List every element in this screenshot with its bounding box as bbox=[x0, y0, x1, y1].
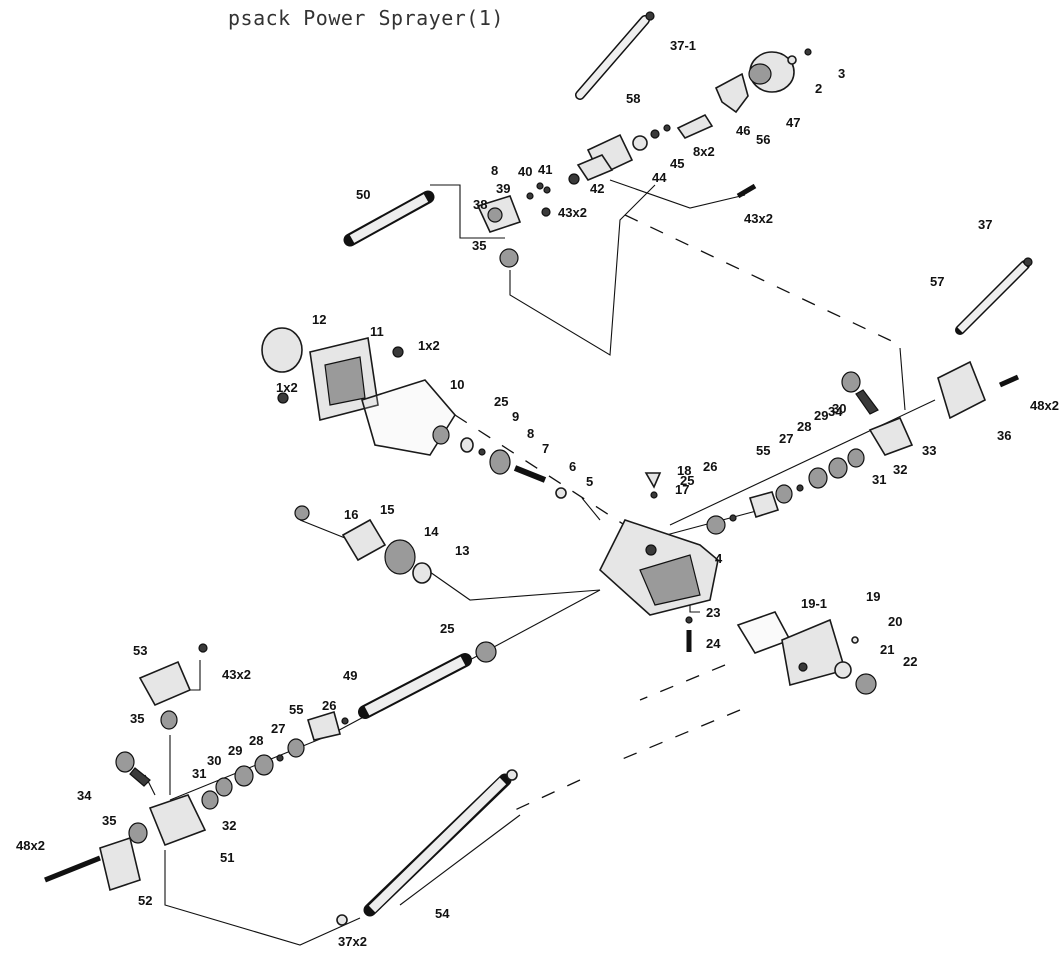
part-label-34a: 34 bbox=[828, 404, 843, 419]
part-label-56: 56 bbox=[756, 132, 770, 147]
part-label-6: 6 bbox=[569, 459, 576, 474]
part-label-37-1: 37-1 bbox=[670, 38, 696, 53]
part-label-32a: 32 bbox=[893, 462, 907, 477]
part-label-37: 37 bbox=[978, 217, 992, 232]
part-label-37x2: 37x2 bbox=[338, 934, 367, 949]
part-label-2: 2 bbox=[815, 81, 822, 96]
part-label-48x2b: 48x2 bbox=[16, 838, 45, 853]
part-label-58: 58 bbox=[626, 91, 640, 106]
part-label-51: 51 bbox=[220, 850, 234, 865]
part-label-12: 12 bbox=[312, 312, 326, 327]
part-label-57: 57 bbox=[930, 274, 944, 289]
part-label-19: 19 bbox=[866, 589, 880, 604]
part-label-43x2b: 43x2 bbox=[744, 211, 773, 226]
part-label-26b: 26 bbox=[322, 698, 336, 713]
part-label-53: 53 bbox=[133, 643, 147, 658]
part-label-38: 38 bbox=[473, 197, 487, 212]
part-label-49: 49 bbox=[343, 668, 357, 683]
part-label-29b: 29 bbox=[228, 743, 242, 758]
part-label-26a: 26 bbox=[703, 459, 717, 474]
leader-lines bbox=[144, 179, 936, 946]
part-label-39: 39 bbox=[496, 181, 510, 196]
part-label-8x2a: 8x2 bbox=[693, 144, 715, 159]
part-label-55b: 55 bbox=[289, 702, 303, 717]
part-label-55a: 55 bbox=[756, 443, 770, 458]
part-label-28b: 28 bbox=[249, 733, 263, 748]
part-label-50: 50 bbox=[356, 187, 370, 202]
part-label-27b: 27 bbox=[271, 721, 285, 736]
part-label-20: 20 bbox=[888, 614, 902, 629]
part-label-30a: 30 bbox=[832, 401, 846, 416]
part-label-18: 18 bbox=[677, 463, 691, 478]
part-label-17: 17 bbox=[675, 482, 689, 497]
part-label-32b: 32 bbox=[222, 818, 236, 833]
part-label-13: 13 bbox=[455, 543, 469, 558]
part-label-10: 10 bbox=[450, 377, 464, 392]
part-label-43x2a: 43x2 bbox=[558, 205, 587, 220]
part-label-14: 14 bbox=[424, 524, 439, 539]
part-label-24: 24 bbox=[706, 636, 721, 651]
part-label-42: 42 bbox=[590, 181, 604, 196]
part-label-25c: 25 bbox=[440, 621, 454, 636]
part-label-41: 41 bbox=[538, 162, 552, 177]
part-label-33: 33 bbox=[922, 443, 936, 458]
diagram-title: psack Power Sprayer(1) bbox=[228, 6, 504, 30]
part-label-5: 5 bbox=[586, 474, 593, 489]
part-label-16: 16 bbox=[344, 507, 358, 522]
part-label-3: 3 bbox=[838, 66, 845, 81]
part-label-36: 36 bbox=[997, 428, 1011, 443]
part-label-8b: 8 bbox=[527, 426, 534, 441]
part-label-48x2a: 48x2 bbox=[1030, 398, 1059, 413]
part-label-30b: 30 bbox=[207, 753, 221, 768]
part-label-28a: 28 bbox=[797, 419, 811, 434]
part-label-35b: 35 bbox=[130, 711, 144, 726]
part-label-23: 23 bbox=[706, 605, 720, 620]
part-label-15: 15 bbox=[380, 502, 394, 517]
part-label-52: 52 bbox=[138, 893, 152, 908]
part-label-43x2c: 43x2 bbox=[222, 667, 251, 682]
part-label-25b: 25 bbox=[680, 473, 694, 488]
part-label-19-1: 19-1 bbox=[801, 596, 827, 611]
part-label-4: 4 bbox=[715, 551, 723, 566]
part-label-31b: 31 bbox=[192, 766, 206, 781]
part-label-47: 47 bbox=[786, 115, 800, 130]
part-label-54: 54 bbox=[435, 906, 450, 921]
part-label-44: 44 bbox=[652, 170, 667, 185]
part-label-7: 7 bbox=[542, 441, 549, 456]
part-label-35a: 35 bbox=[472, 238, 486, 253]
part-label-35c: 35 bbox=[102, 813, 116, 828]
part-label-1x2b: 1x2 bbox=[276, 380, 298, 395]
part-label-11: 11 bbox=[370, 324, 384, 339]
part-label-8a: 8 bbox=[491, 163, 498, 178]
part-label-1x2a: 1x2 bbox=[418, 338, 440, 353]
part-label-46: 46 bbox=[736, 123, 750, 138]
part-label-21: 21 bbox=[880, 642, 894, 657]
part-label-25a: 25 bbox=[494, 394, 508, 409]
part-label-27a: 27 bbox=[779, 431, 793, 446]
part-label-34b: 34 bbox=[77, 788, 92, 803]
part-label-29a: 29 bbox=[814, 408, 828, 423]
part-label-9: 9 bbox=[512, 409, 519, 424]
part-label-22: 22 bbox=[903, 654, 917, 669]
part-label-40: 40 bbox=[518, 164, 532, 179]
parts bbox=[44, 11, 1033, 926]
part-label-31a: 31 bbox=[872, 472, 886, 487]
part-label-45: 45 bbox=[670, 156, 684, 171]
